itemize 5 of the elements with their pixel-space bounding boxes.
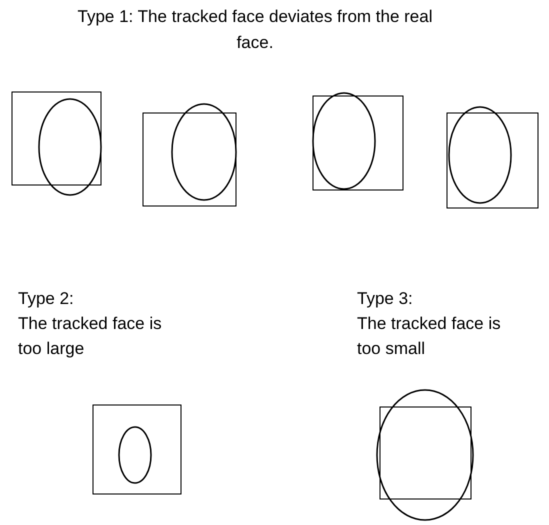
type-label: Type 3: [357, 288, 414, 310]
type-label: The tracked face is too large [18, 313, 163, 360]
title: Type 1: The tracked face deviates from the real face. [76, 6, 434, 54]
type-label: Type 2: [18, 288, 75, 310]
type-label: The tracked face is too small [357, 313, 502, 360]
